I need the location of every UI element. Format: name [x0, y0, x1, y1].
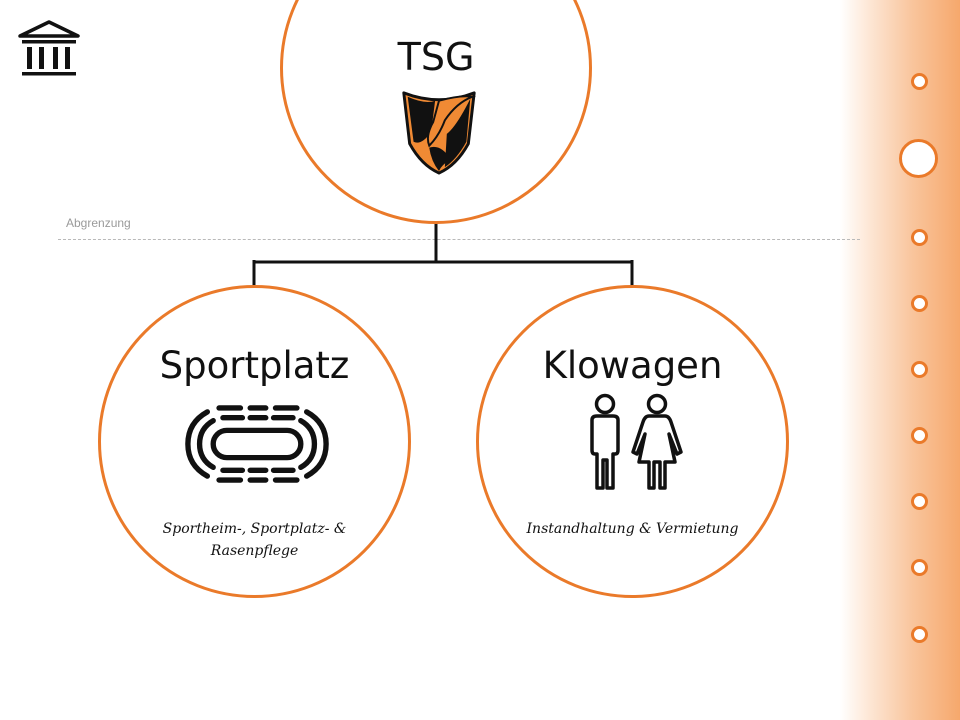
- sidebar-dot-8[interactable]: [911, 559, 928, 576]
- sidebar-dot-3[interactable]: [911, 229, 928, 246]
- sidebar-band: [840, 0, 960, 720]
- child-title-sportplatz: Sportplatz: [159, 344, 350, 387]
- child-title-klowagen: Klowagen: [542, 344, 723, 387]
- child-caption-sportplatz: Sportheim-, Sportplatz- & Rasenpflege: [162, 521, 347, 559]
- root-title: TSG: [397, 35, 475, 79]
- building-columns-icon: [18, 20, 80, 76]
- restroom-people-icon: [590, 393, 683, 490]
- boundary-label: Abgrenzung: [66, 216, 131, 230]
- stadium-track-icon: [185, 405, 329, 483]
- sidebar-dot-4[interactable]: [911, 295, 928, 312]
- sidebar-dot-7[interactable]: [911, 493, 928, 510]
- sidebar-dot-6[interactable]: [911, 427, 928, 444]
- sidebar-dot-2[interactable]: [899, 139, 938, 178]
- sidebar-dot-5[interactable]: [911, 361, 928, 378]
- tsg-crest-icon: [402, 91, 477, 175]
- child-node-klowagen: Klowagen Instandhaltung & Vermietung: [476, 285, 789, 598]
- child-node-sportplatz: Sportplatz Sportheim-, Sportplatz- & Ras…: [98, 285, 411, 598]
- sidebar-dot-1[interactable]: [911, 73, 928, 90]
- boundary-line: [58, 239, 860, 240]
- sidebar-dot-9[interactable]: [911, 626, 928, 643]
- child-caption-klowagen: Instandhaltung & Vermietung: [526, 521, 739, 537]
